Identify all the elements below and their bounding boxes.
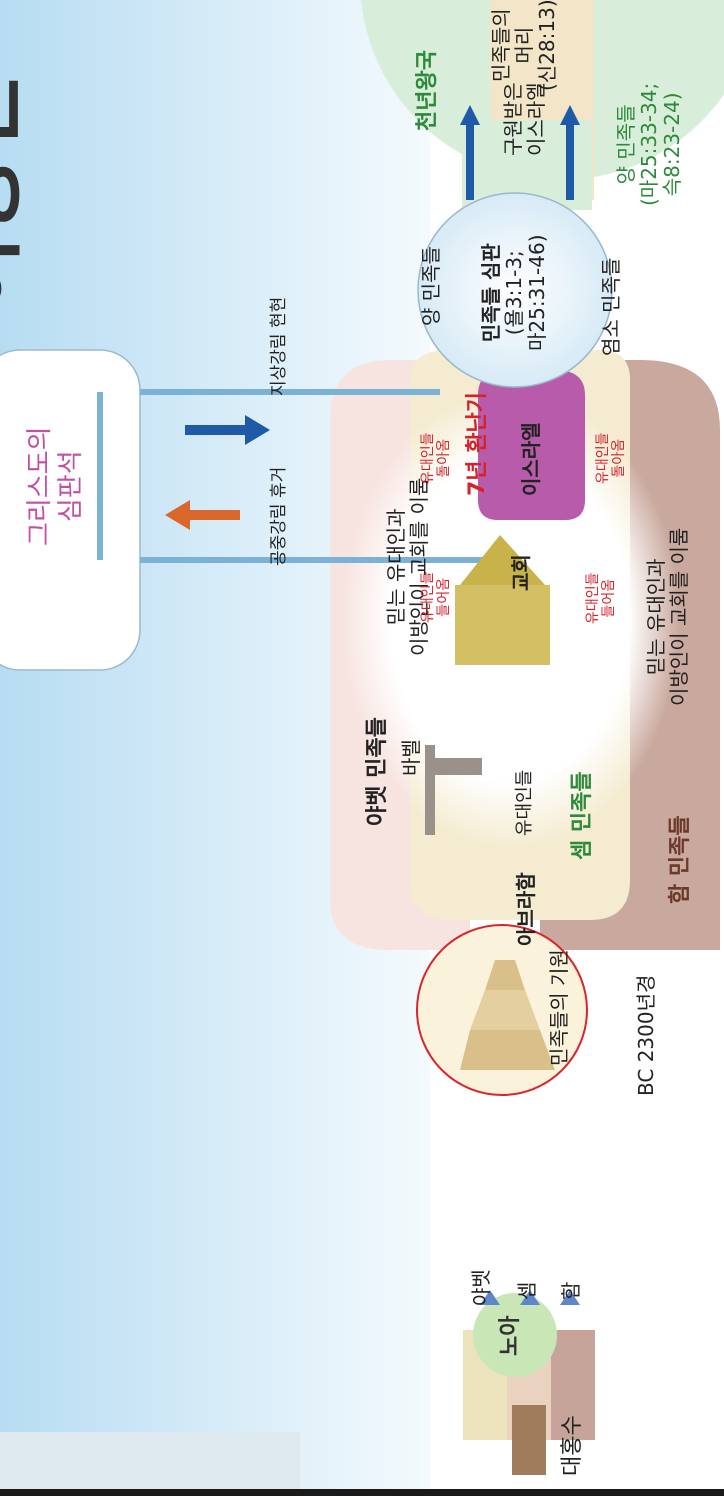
church-formed-top-line1: 믿는 유대인과 [384,508,408,626]
noah-circle [473,1293,557,1377]
descent-arrow-head [245,415,270,445]
kingdom-head-2: 머리 [512,26,536,64]
jews-in-bottom-1: 유대인들 [585,572,601,624]
ham-peoples: 함 민족들 [668,815,693,904]
kingdom-sheep: 양 민족들 (마25:33-34; 슥8:23-24) [614,82,684,206]
kingdom-head: 민족들의 머리 (신28:13) [489,0,559,91]
water [0,1432,300,1496]
kingdom-israel: 구원받은 이스라엘 [501,82,548,156]
cross-icon [425,745,482,835]
babel-tower-base [460,1030,555,1070]
israel-band [478,370,585,520]
jews-in-bottom-2: 들어옴 [601,578,618,618]
church-label: 교회 [509,554,533,591]
noah-arrow-1 [480,1290,500,1305]
noah-arrow-2 [520,1290,540,1305]
church-building [455,585,550,665]
kingdom-sheep-3: 슥8:23-24) [660,92,684,197]
title-partial: 이방인 [0,73,32,316]
rapture-label: 공중강림 휴거 [269,466,290,566]
church-formed-bottom-line2: 이방인이 교회를 이룸 [667,527,691,706]
rapture-arrow-head [165,500,190,530]
judgment-ref-2: 마25:31-46) [525,234,549,351]
jews-in-top-1: 유대인들 [420,571,436,623]
judgment-sheep: 양 민족들 [419,246,443,326]
judgment-seat-cloud [0,349,141,671]
church-formed-bottom: 믿는 유대인과 이방인이 교회를 이룸 [644,527,691,706]
church-roof [460,535,545,585]
son-shem: 셈 [515,1281,539,1300]
descent-text-2: 현현 [269,296,289,329]
israel-label: 이스라엘 [519,422,543,496]
jews-return-bottom-1: 유대인들 [595,432,611,484]
judgment-seat-line1: 그리스도의 [25,426,55,546]
jews-return-bottom-2: 돌아옴 [611,438,628,478]
noah-arrow-3 [560,1290,580,1305]
jews-return-top-1: 유대인들 [420,432,436,484]
son-japheth: 야벳 [469,1269,493,1306]
ham-stream [551,1330,595,1440]
son-ham: 함 [559,1281,583,1300]
judgment-seat-line2: 심판석 [56,450,87,523]
babel-caption: 민족들의 기원 [547,949,571,1066]
judgment-seat-label: 그리스도의 심판석 [25,426,87,546]
shem-peoples: 셈 민족들 [570,771,595,860]
judgment-circle [417,192,613,388]
jews-return-top: 유대인들 돌아옴 [420,432,452,484]
bottom-bar [0,1489,724,1496]
descent-label: 지상강림 현현 [269,296,290,396]
noah-label: 노아 [498,1315,523,1356]
kingdom-head-1: 민족들의 [489,8,513,82]
babel-tower-top [485,960,525,990]
jews-return-bottom: 유대인들 돌아옴 [595,432,627,484]
judgment-block: 민족들 심판 (욜3:1-3; 마25:31-46) [479,234,549,351]
church-formed-top: 믿는 유대인과 이방인이 교회를 이룸 [384,477,431,656]
judgment-ref-1: (욜3:1-3; [502,250,526,336]
kingdom-head-3: (신28:13) [535,0,559,91]
flood-label: 대홍수 [560,1415,585,1476]
jews-in-top-2: 들어옴 [436,577,453,617]
jews-in-bottom: 유대인들 들어옴 [585,572,617,624]
seven-years-label: 7년 환난기 [465,392,490,496]
church-formed-bottom-line1: 믿는 유대인과 [644,558,668,676]
kingdom-arrow-head-1 [460,105,480,125]
rapture-text-2: 휴거 [269,466,289,499]
ark-icon [512,1405,546,1475]
rapture-text-1: 공중강림 [269,503,289,566]
judgment-title: 민족들 심판 [479,243,503,343]
jews-return-top-2: 돌아옴 [436,438,453,478]
babel-tower-mid [470,990,540,1030]
jews-label: 유대인들 [514,769,535,836]
kingdom-israel-1: 구원받은 [501,82,525,156]
judgment-goats: 염소 민족들 [599,257,623,356]
kingdom-sheep-1: 양 민족들 [614,104,638,185]
kingdom-israel-2: 이스라엘 [524,82,548,156]
kingdom-sheep-2: (마25:33-34; [637,82,661,206]
kingdom-arrow-head-2 [560,105,580,125]
kingdom-label: 천년왕국 [415,50,440,131]
japheth-peoples: 야벳 민족들 [365,717,390,826]
descent-text-1: 지상강림 [269,333,289,396]
jews-in-top: 유대인들 들어옴 [420,571,452,623]
abraham-label: 아브라함 [514,872,538,946]
church-formed-top-line2: 이방인이 교회를 이룸 [407,477,431,656]
babel-label: 바벨 [399,739,423,776]
babel-date: BC 2300년경 [634,974,658,1096]
